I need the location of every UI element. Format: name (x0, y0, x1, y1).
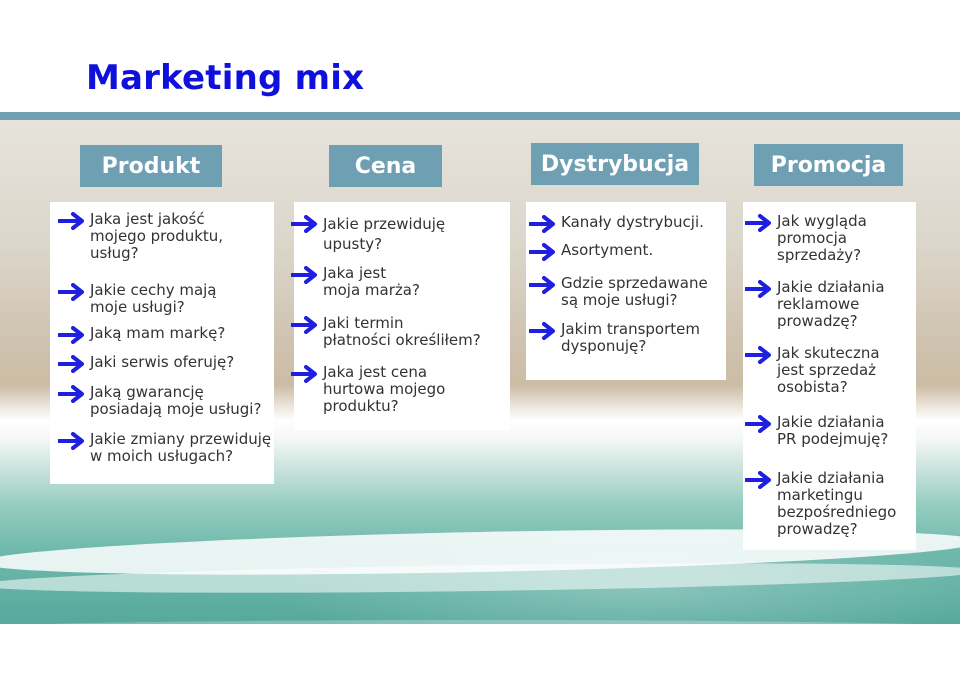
list-item: Kanały dystrybucji. (529, 214, 704, 233)
item-text: Jaką gwarancję posiadają moje usługi? (90, 383, 262, 418)
arrow-right-icon (745, 471, 771, 489)
arrow-right-icon (529, 322, 555, 340)
list-item: Jakie działania PR podejmuję? (745, 414, 888, 448)
title-divider-band (0, 112, 960, 120)
list-item: Jaka jest jakość mojego produktu, usług? (58, 211, 223, 262)
card-dystrybucja: Kanały dystrybucji. Asortyment. Gdzie sp… (526, 202, 726, 380)
item-text: Gdzie sprzedawane są moje usługi? (561, 274, 708, 309)
card-promocja: Jak wygląda promocja sprzedaży? Jakie dz… (743, 202, 916, 550)
water-ripple (0, 620, 960, 636)
item-text: Jak skuteczna jest sprzedaż osobista? (777, 344, 880, 396)
item-text: Jaka jest moja marża? (323, 264, 420, 299)
card-produkt: Jaka jest jakość mojego produktu, usług?… (50, 202, 274, 484)
item-text: Jaka jest cena hurtowa mojego produktu? (323, 363, 446, 415)
arrow-right-icon (745, 214, 771, 232)
arrow-right-icon (745, 280, 771, 298)
list-item: Jakim transportem dysponuję? (529, 321, 700, 355)
arrow-right-icon (58, 432, 84, 450)
list-item: Jakie działania marketingu bezpośrednieg… (745, 470, 896, 538)
arrow-right-icon (745, 346, 771, 364)
arrow-right-icon (745, 415, 771, 433)
item-text: Jakie przewiduję upusty? (323, 215, 446, 253)
item-text: Kanały dystrybucji. (561, 213, 704, 231)
water-ripple (0, 668, 960, 682)
item-text: Jakie działania PR podejmuję? (777, 413, 889, 448)
arrow-right-icon (58, 212, 84, 230)
list-item: Jakie działania reklamowe prowadzę? (745, 279, 885, 330)
item-text: Jakie działania reklamowe prowadzę? (777, 278, 885, 330)
item-text: Asortyment. (561, 241, 654, 259)
list-item: Jaką mam markę? (58, 325, 225, 344)
arrow-right-icon (529, 276, 555, 294)
arrow-right-icon (291, 365, 317, 383)
list-item: Jaki termin płatności określiłem? (291, 315, 481, 349)
item-text: Jaką mam markę? (90, 324, 226, 342)
card-cena: Jakie przewiduję upusty? Jaka jest moja … (291, 202, 510, 430)
header-cena: Cena (329, 145, 442, 187)
list-item: Jakie zmiany przewiduję w moich usługach… (58, 431, 271, 465)
page-title: Marketing mix (86, 58, 365, 98)
arrow-right-icon (58, 283, 84, 301)
header-dystrybucja: Dystrybucja (531, 143, 699, 185)
item-text: Jakie cechy mają moje usługi? (90, 281, 217, 316)
arrow-right-icon (529, 243, 555, 261)
item-text: Jakie działania marketingu bezpośrednieg… (777, 469, 897, 538)
arrow-right-icon (58, 355, 84, 373)
arrow-right-icon (58, 326, 84, 344)
header-promocja: Promocja (754, 144, 903, 186)
arrow-right-icon (58, 385, 84, 403)
list-item: Jakie przewiduję upusty? (291, 214, 445, 254)
header-produkt: Produkt (80, 145, 222, 187)
list-item: Jakie cechy mają moje usługi? (58, 282, 217, 316)
list-item: Jak skuteczna jest sprzedaż osobista? (745, 345, 880, 396)
list-item: Jaka jest moja marża? (291, 265, 420, 299)
list-item: Jaki serwis oferuję? (58, 354, 234, 373)
item-text: Jaka jest jakość mojego produktu, usług? (90, 210, 224, 262)
list-item: Jaką gwarancję posiadają moje usługi? (58, 384, 261, 418)
list-item: Gdzie sprzedawane są moje usługi? (529, 275, 708, 309)
item-text: Jak wygląda promocja sprzedaży? (777, 212, 867, 264)
arrow-right-icon (291, 316, 317, 334)
list-item: Jak wygląda promocja sprzedaży? (745, 213, 867, 264)
list-item: Jaka jest cena hurtowa mojego produktu? (291, 364, 445, 415)
item-text: Jaki serwis oferuję? (90, 353, 235, 371)
arrow-right-icon (291, 266, 317, 284)
item-text: Jakie zmiany przewiduję w moich usługach… (90, 430, 272, 465)
item-text: Jakim transportem dysponuję? (561, 320, 700, 355)
arrow-right-icon (291, 215, 317, 233)
item-text: Jaki termin płatności określiłem? (323, 314, 481, 349)
arrow-right-icon (529, 215, 555, 233)
list-item: Asortyment. (529, 242, 653, 261)
